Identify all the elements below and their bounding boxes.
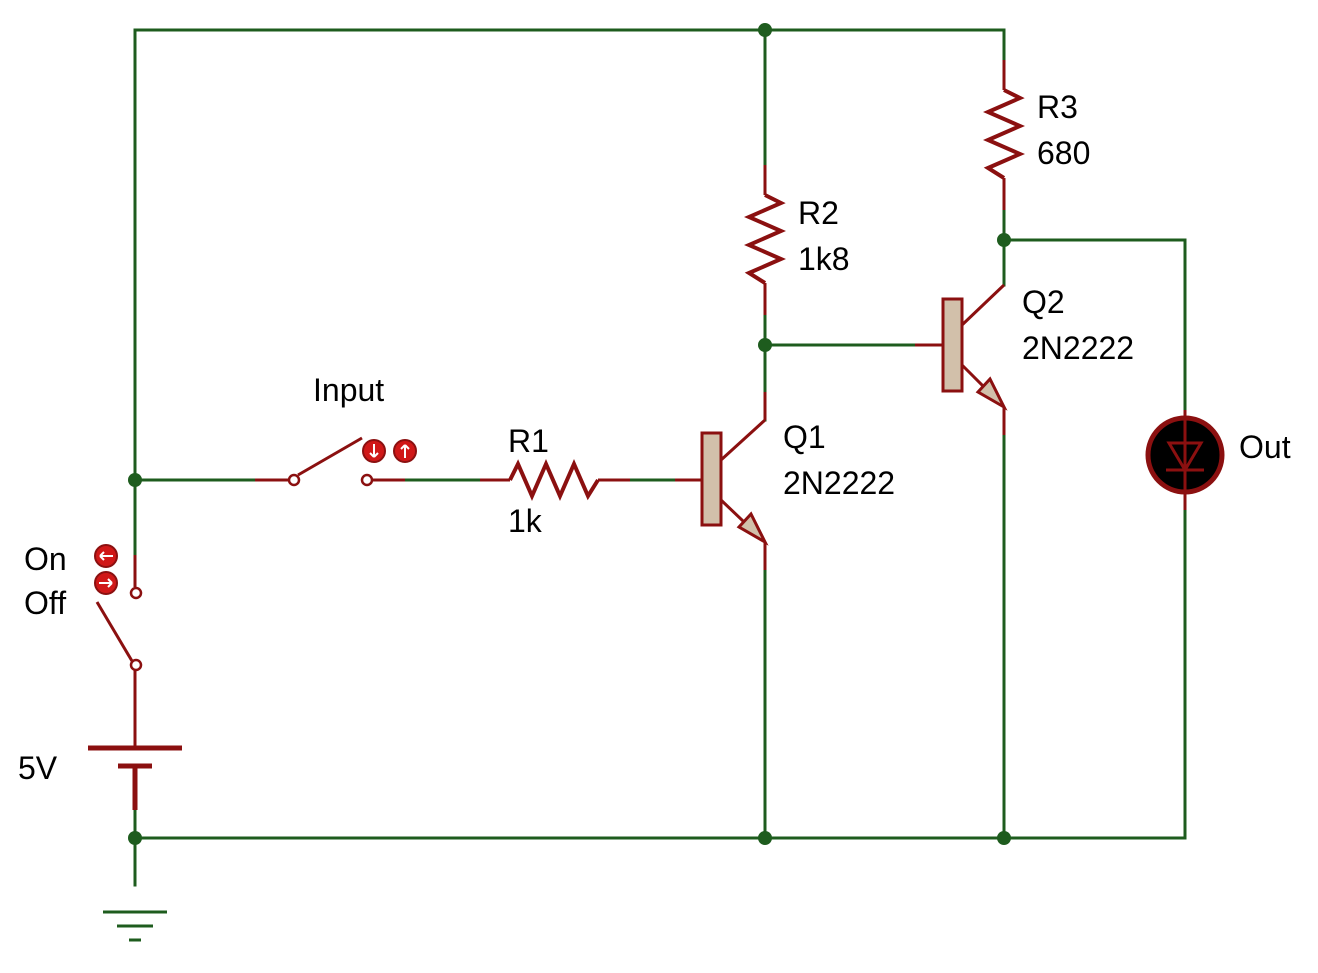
on-off-switch[interactable] (95, 555, 143, 715)
transistor-q2 (915, 283, 1008, 435)
input-switch[interactable] (255, 436, 405, 487)
switch-on-label: On (24, 541, 67, 577)
q2-name-label: Q2 (1022, 284, 1065, 320)
junction-dot (128, 831, 142, 845)
r2-value-label: 1k8 (798, 241, 850, 277)
wires (133, 28, 1187, 887)
q1-name-label: Q1 (783, 419, 826, 455)
junction-dot (758, 23, 772, 37)
junctions (128, 23, 1011, 845)
battery (88, 715, 182, 810)
r1-value-label: 1k (508, 503, 543, 539)
q1-part-label: 2N2222 (783, 465, 895, 501)
resistor-r3 (983, 60, 1025, 210)
resistor-r2 (744, 165, 786, 315)
junction-dot (758, 831, 772, 845)
junction-dot (128, 473, 142, 487)
junction-dot (997, 831, 1011, 845)
led-name-label: Out (1239, 429, 1291, 465)
junction-dot (997, 233, 1011, 247)
ground-symbol (103, 910, 167, 942)
r3-name-label: R3 (1037, 89, 1078, 125)
junction-dot (758, 338, 772, 352)
resistor-r1 (480, 459, 630, 501)
input-switch-label: Input (313, 372, 384, 408)
switch-state-indicators[interactable] (94, 544, 118, 595)
r3-value-label: 680 (1037, 135, 1090, 171)
led-out (1145, 410, 1225, 510)
q2-part-label: 2N2222 (1022, 330, 1134, 366)
transistor-q1 (675, 392, 769, 570)
input-switch-indicators[interactable] (362, 439, 417, 463)
battery-value-label: 5V (18, 750, 58, 786)
r1-name-label: R1 (508, 423, 549, 459)
switch-off-label: Off (24, 585, 66, 621)
r2-name-label: R2 (798, 195, 839, 231)
